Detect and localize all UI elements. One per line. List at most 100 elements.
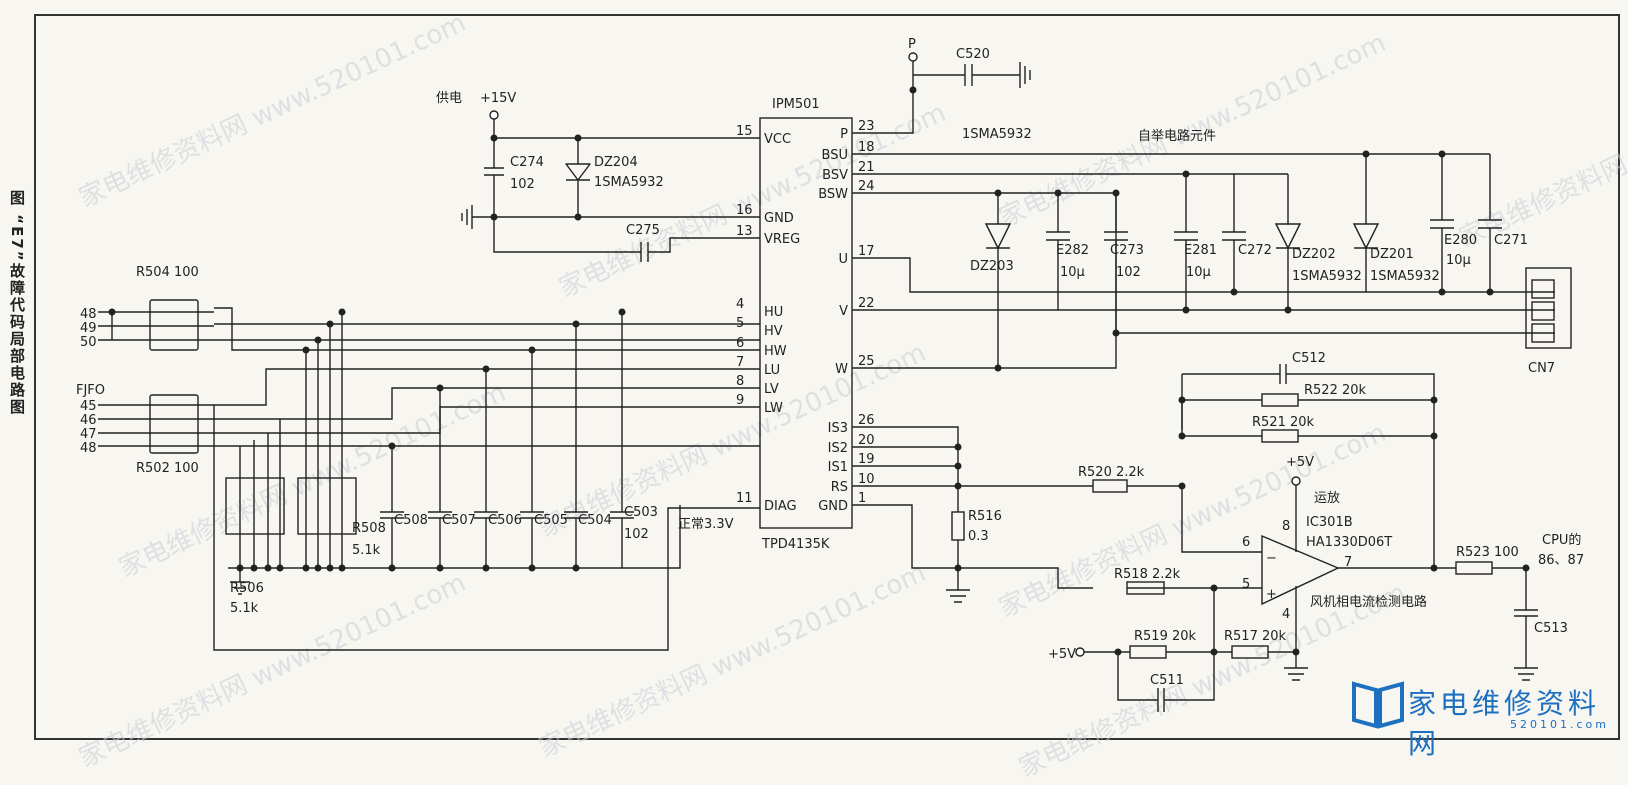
ipm-pin-number: 21: [858, 160, 875, 175]
ipm-pin-number: 24: [858, 179, 875, 194]
bootstrap-note: 自举电路元件: [1138, 128, 1216, 144]
junctions: [108, 86, 1530, 656]
conn-pin: 47: [80, 427, 97, 442]
ipm-pin-number: 17: [858, 244, 875, 259]
r520-label: R520 2.2k: [1078, 465, 1145, 480]
conn-pin: 46: [80, 413, 97, 428]
ipm-pin-name: HU: [764, 305, 783, 320]
ipm-pin-name: IS2: [828, 441, 848, 456]
logo-sub: 520101.com: [1510, 718, 1609, 731]
cpu-label: CPU的: [1542, 532, 1581, 548]
ipm-pin-number: 11: [736, 491, 753, 506]
ipm-pin-number: 4: [736, 297, 744, 312]
dz201-label: DZ201: [1370, 247, 1414, 262]
ipm-pin-name: BSW: [818, 187, 848, 202]
r516-label: R516: [968, 509, 1002, 524]
e282-label: E282: [1056, 243, 1089, 258]
c520-label: C520: [956, 47, 990, 62]
c503-label: C503: [624, 505, 658, 520]
book-icon: [1352, 681, 1404, 729]
e282-value: 10μ: [1060, 265, 1085, 280]
power-label: 供电: [436, 91, 462, 106]
r517-label: R517 20k: [1224, 629, 1287, 644]
ipm-pin-name: GND: [764, 211, 794, 226]
opamp-pin-4: 4: [1282, 607, 1290, 622]
ipm-pin-number: 7: [736, 355, 744, 370]
ipm-pin-name: P: [840, 127, 848, 142]
p-terminal-label: P: [908, 37, 916, 52]
fjfo-label: FJFO: [76, 383, 105, 398]
c505-label: C505: [534, 513, 568, 528]
logo-text: 家电维修资料网: [1408, 687, 1601, 760]
ipm-ref: IPM501: [772, 97, 820, 112]
e280-value: 10μ: [1446, 253, 1471, 268]
ipm-pin-number: 5: [736, 316, 744, 331]
c507-label: C507: [442, 513, 476, 528]
c504-label: C504: [578, 513, 612, 528]
conn-pin: 45: [80, 399, 97, 414]
power-rail: +15V: [480, 91, 516, 106]
ipm-pin-name: IS3: [828, 421, 848, 436]
opamp-pin-7: 7: [1344, 555, 1352, 570]
dz204-value: 1SMA5932: [594, 175, 664, 190]
ipm-pin-name: V: [839, 304, 848, 319]
dz203-label: DZ203: [970, 259, 1014, 274]
c275-label: C275: [626, 223, 660, 238]
ipm-pin-name: HW: [764, 344, 787, 359]
opamp-supply-label: +5V: [1286, 455, 1314, 470]
ipm-pin-number: 25: [858, 354, 875, 369]
opamp-pin-5: 5: [1242, 577, 1250, 592]
site-logo: 家电维修资料网 520101.com: [1350, 678, 1620, 760]
c511-label: C511: [1150, 673, 1184, 688]
ipm-pin-number: 23: [858, 119, 875, 134]
c273-value: 102: [1116, 265, 1141, 280]
conn-pin: 50: [80, 335, 97, 350]
ipm-pin-number: 20: [858, 433, 875, 448]
ipm-pin-number: 9: [736, 393, 744, 408]
ipm-pin-number: 26: [858, 413, 875, 428]
conn-pin: 48: [80, 307, 97, 322]
r502-label: R502 100: [136, 461, 199, 476]
r523-label: R523 100: [1456, 545, 1519, 560]
ipm-pin-name: BSV: [822, 168, 848, 183]
ipm-pin-name: LU: [764, 363, 780, 378]
dz202-label: DZ202: [1292, 247, 1336, 262]
ipm-pin-labels: 15VCC16GND13VREG4HU5HV6HW7LU8LV9LW11DIAG…: [736, 119, 875, 514]
ipm-pin-name: BSU: [822, 148, 848, 163]
ipm-pin-number: 10: [858, 472, 875, 487]
input-supply-label: +5V: [1048, 647, 1076, 662]
c513-label: C513: [1534, 621, 1568, 636]
diag-note: 正常3.3V: [678, 517, 734, 532]
ipm-pin-name: U: [838, 252, 848, 267]
ipm-pin-name: VREG: [764, 232, 800, 247]
c506-label: C506: [488, 513, 522, 528]
dz201-value: 1SMA5932: [1370, 269, 1440, 284]
conn-pin: 48: [80, 441, 97, 456]
ipm-pin-name: W: [835, 362, 848, 377]
dz202-value: 1SMA5932: [1292, 269, 1362, 284]
r508-value: 5.1k: [352, 543, 381, 558]
terminals: [489, 52, 1301, 657]
top-part-label: 1SMA5932: [962, 127, 1032, 142]
ipm-pin-number: 15: [736, 124, 753, 139]
c274-value: 102: [510, 177, 535, 192]
e281-label: E281: [1184, 243, 1217, 258]
ipm-pin-number: 8: [736, 374, 744, 389]
ipm-pin-number: 22: [858, 296, 875, 311]
r521-label: R521 20k: [1252, 415, 1315, 430]
ipm-pin-name: GND: [818, 499, 848, 514]
ipm-pin-name: HV: [764, 324, 783, 339]
dz204-label: DZ204: [594, 155, 638, 170]
cn7-label: CN7: [1528, 361, 1555, 376]
r518-label: R518 2.2k: [1114, 567, 1181, 582]
e281-value: 10μ: [1186, 265, 1211, 280]
c512-label: C512: [1292, 351, 1326, 366]
drawing-frame: [34, 14, 1620, 740]
ipm-pin-number: 1: [858, 491, 866, 506]
ipm-pin-name: RS: [831, 480, 848, 495]
ipm-pin-number: 16: [736, 203, 753, 218]
cpu-pins-label: 86、87: [1538, 553, 1584, 568]
ipm-pin-name: LV: [764, 382, 779, 397]
opamp-pin-8: 8: [1282, 519, 1290, 534]
c271-label: C271: [1494, 233, 1528, 248]
